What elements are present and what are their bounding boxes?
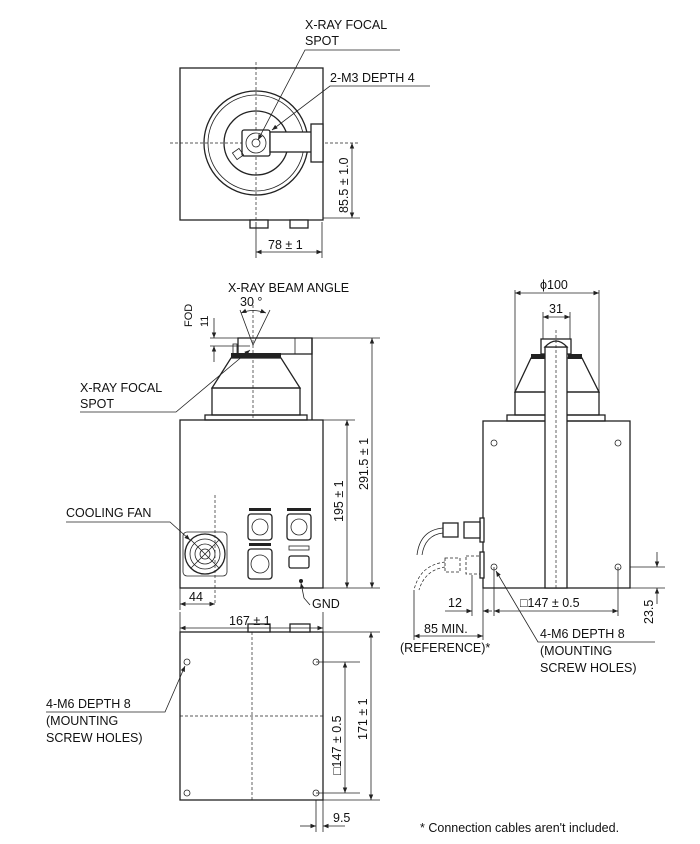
dim-hole-height: 23.5	[642, 600, 656, 624]
focal-spot-label: SPOT	[80, 397, 114, 411]
fod-value: 11	[199, 316, 211, 327]
connector	[247, 548, 273, 580]
connector	[249, 219, 269, 229]
dim-width: 167 ± 1	[229, 614, 271, 628]
front-view: X-RAY BEAM ANGLE 30 ° FOD 11 X-RAY FOCAL…	[66, 281, 380, 611]
gnd-terminal	[299, 579, 303, 583]
dim-diameter: ϕ100	[540, 278, 568, 292]
dim-fan-offset: 44	[189, 590, 203, 604]
connector	[286, 513, 312, 541]
cooling-fan-icon	[182, 495, 228, 605]
dim-height: 85.5 ± 1.0	[337, 157, 351, 213]
connector	[247, 513, 273, 541]
dim-total-height: 291.5 ± 1	[357, 438, 371, 490]
dim-tube: 31	[549, 302, 563, 316]
dim-cable-min: 85 MIN.	[424, 622, 468, 636]
mount-label: (MOUNTING	[46, 714, 118, 728]
dim-body-height: 195 ± 1	[332, 480, 346, 522]
footnote: * Connection cables aren't included.	[420, 821, 619, 835]
cable-icon	[413, 517, 485, 591]
mount-label: (MOUNTING	[540, 644, 612, 658]
screw-label: 2-M3 DEPTH 4	[330, 71, 415, 85]
mount-label: SCREW HOLES)	[46, 731, 143, 745]
top-view: X-RAY FOCAL SPOT 2-M3 DEPTH 4 85.5 ± 1.0…	[170, 18, 430, 258]
focal-spot-label: SPOT	[305, 34, 339, 48]
mount-label: 4-M6 DEPTH 8	[46, 697, 131, 711]
cooling-fan-label: COOLING FAN	[66, 506, 151, 520]
fod-label: FOD	[183, 304, 195, 327]
dim-reference: (REFERENCE)*	[400, 641, 490, 655]
focal-spot-label: X-RAY FOCAL	[80, 381, 162, 395]
dim-offset: 9.5	[333, 811, 350, 825]
dim-connector: 12	[448, 596, 462, 610]
connector	[289, 219, 309, 229]
dim-hole-pitch: □147 ± 0.5	[520, 596, 580, 610]
dim-width: 78 ± 1	[268, 238, 303, 252]
gnd-label: GND	[312, 597, 340, 611]
mount-label: SCREW HOLES)	[540, 661, 637, 675]
mount-label: 4-M6 DEPTH 8	[540, 627, 625, 641]
dim-depth: 171 ± 1	[356, 698, 370, 740]
bottom-view: 167 ± 1 4-M6 DEPTH 8 (MOUNTING SCREW HOL…	[46, 612, 380, 832]
mounting-hole-icon	[183, 658, 320, 797]
dim-hole-pitch: □147 ± 0.5	[330, 715, 344, 775]
side-view: ϕ100 31 23.5 □147 ± 0.5 12 85 MIN. (REFE…	[400, 278, 665, 675]
beam-angle-label: X-RAY BEAM ANGLE	[228, 281, 349, 295]
dsub-connector	[288, 555, 310, 569]
beam-angle-value: 30 °	[240, 295, 262, 309]
focal-spot-label: X-RAY FOCAL	[305, 18, 387, 32]
